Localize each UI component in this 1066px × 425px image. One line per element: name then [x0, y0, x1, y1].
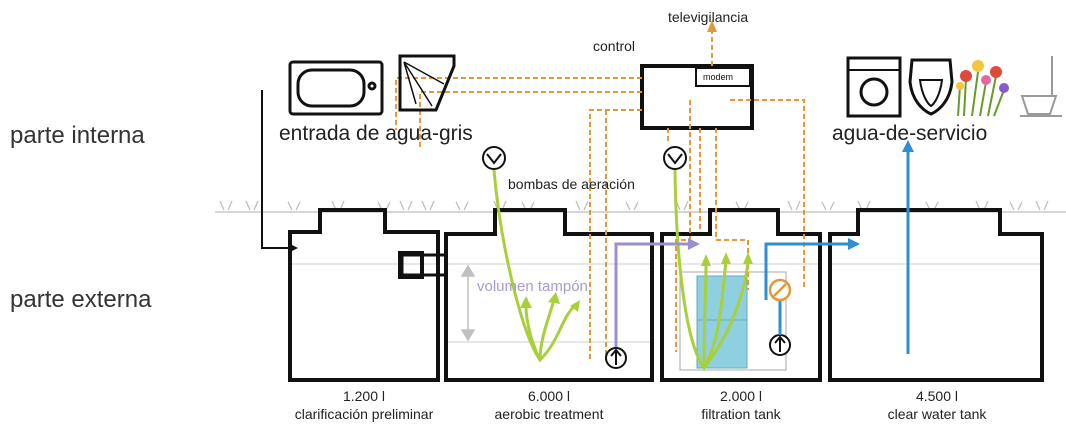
sink-icon [1020, 56, 1062, 117]
buffer-volume-arrow [460, 264, 476, 342]
tank-4-volume: 4.500 l [915, 388, 959, 404]
tank-2-outline [444, 208, 654, 382]
control-label: control [593, 38, 636, 54]
service-water-arrow-head [902, 140, 914, 152]
submersible-pump-aerobic [605, 347, 627, 369]
inlet-arrow-head [288, 243, 298, 253]
garden-flowers-icon [956, 60, 1009, 117]
bathtub-icon [288, 60, 384, 116]
tank-3-name: filtration tank [701, 406, 781, 422]
washing-machine-icon [846, 56, 902, 118]
filtration-frame [679, 271, 787, 371]
clean-water-pipes [764, 150, 910, 354]
control-lines [395, 30, 805, 360]
tank-1-name: clarificación preliminar [294, 406, 434, 422]
telemonitoring-label: televigilancia [668, 9, 749, 25]
aeration-arrow-heads [520, 252, 753, 312]
service-water-label: agua-de-servicio [832, 122, 988, 145]
tank-2-volume: 6.000 l [527, 388, 571, 404]
modem-label: modem [703, 72, 734, 82]
transfer-arrow-head [688, 238, 700, 250]
tank-4-name: clear water tank [887, 406, 987, 422]
aeration-pump-2 [663, 146, 687, 170]
tank-1-outline [288, 208, 440, 382]
aeration-pump-1 [482, 146, 506, 170]
tank-2-name: aerobic treatment [494, 406, 604, 422]
greywater-inlet-pipe [261, 90, 288, 249]
transfer-pipe [614, 242, 690, 350]
tank-outlines [288, 208, 1044, 382]
water-levels [292, 263, 1042, 343]
tank-1-volume: 1.200 l [342, 388, 386, 404]
telemonitoring-arrow-head [707, 20, 717, 32]
buffer-volume-label: volumen tampón [477, 278, 588, 295]
shower-icon [398, 54, 456, 112]
grass-marks [219, 200, 1049, 211]
pressure-gauge [768, 278, 792, 302]
zone-label-internal: parte interna [10, 122, 145, 149]
tank-3-volume: 2.000 l [719, 388, 763, 404]
tank-4-outline [828, 208, 1044, 382]
toilet-icon [908, 58, 954, 116]
submersible-pump-filtration [769, 334, 791, 356]
greywater-inlet-label: entrada de agua-gris [279, 122, 473, 145]
modem-box [695, 67, 751, 87]
overflow-box [398, 251, 424, 279]
clean-water-arrow-head-tank [848, 238, 860, 250]
zone-label-external: parte externa [10, 286, 152, 313]
aeration-lines [492, 169, 750, 371]
aeration-pumps-label: bombas de aeración [508, 176, 635, 192]
